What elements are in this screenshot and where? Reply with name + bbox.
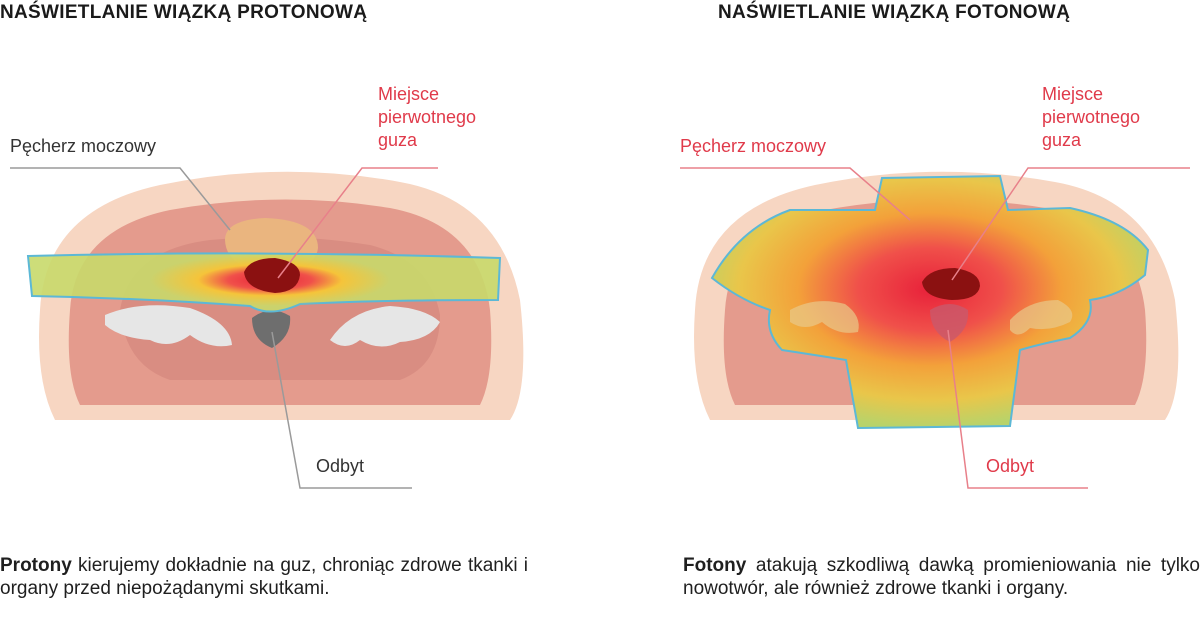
label-bladder: Pęcherz moczowy <box>10 136 156 156</box>
photon-caption-text: atakują szkodliwą dawką promieniowania n… <box>683 555 1200 599</box>
proton-caption: Protony kierujemy dokładnie na guz, chro… <box>0 554 528 600</box>
proton-caption-bold: Protony <box>0 555 72 576</box>
photon-caption: Fotony atakują szkodliwą dawką promienio… <box>683 554 1200 600</box>
label-bladder: Pęcherz moczowy <box>680 136 826 156</box>
label-tumor-line1: Miejsce <box>1042 84 1103 104</box>
label-tumor-line3: guza <box>378 130 418 150</box>
proton-title: NAŚWIETLANIE WIĄZKĄ PROTONOWĄ <box>0 2 367 24</box>
photon-diagram: Pęcherz moczowy Miejsce pierwotnego guza… <box>600 60 1200 500</box>
label-tumor-line3: guza <box>1042 130 1082 150</box>
label-tumor-line2: pierwotnego <box>1042 107 1140 127</box>
proton-caption-text: kierujemy dokładnie na guz, chroniąc zdr… <box>0 555 528 599</box>
proton-diagram: Pęcherz moczowy Miejsce pierwotnego guza… <box>0 60 600 500</box>
label-rectum: Odbyt <box>986 456 1034 476</box>
label-tumor-line2: pierwotnego <box>378 107 476 127</box>
photon-title: NAŚWIETLANIE WIĄZKĄ FOTONOWĄ <box>718 2 1070 24</box>
label-tumor-line1: Miejsce <box>378 84 439 104</box>
label-rectum: Odbyt <box>316 456 364 476</box>
photon-caption-bold: Fotony <box>683 555 746 576</box>
